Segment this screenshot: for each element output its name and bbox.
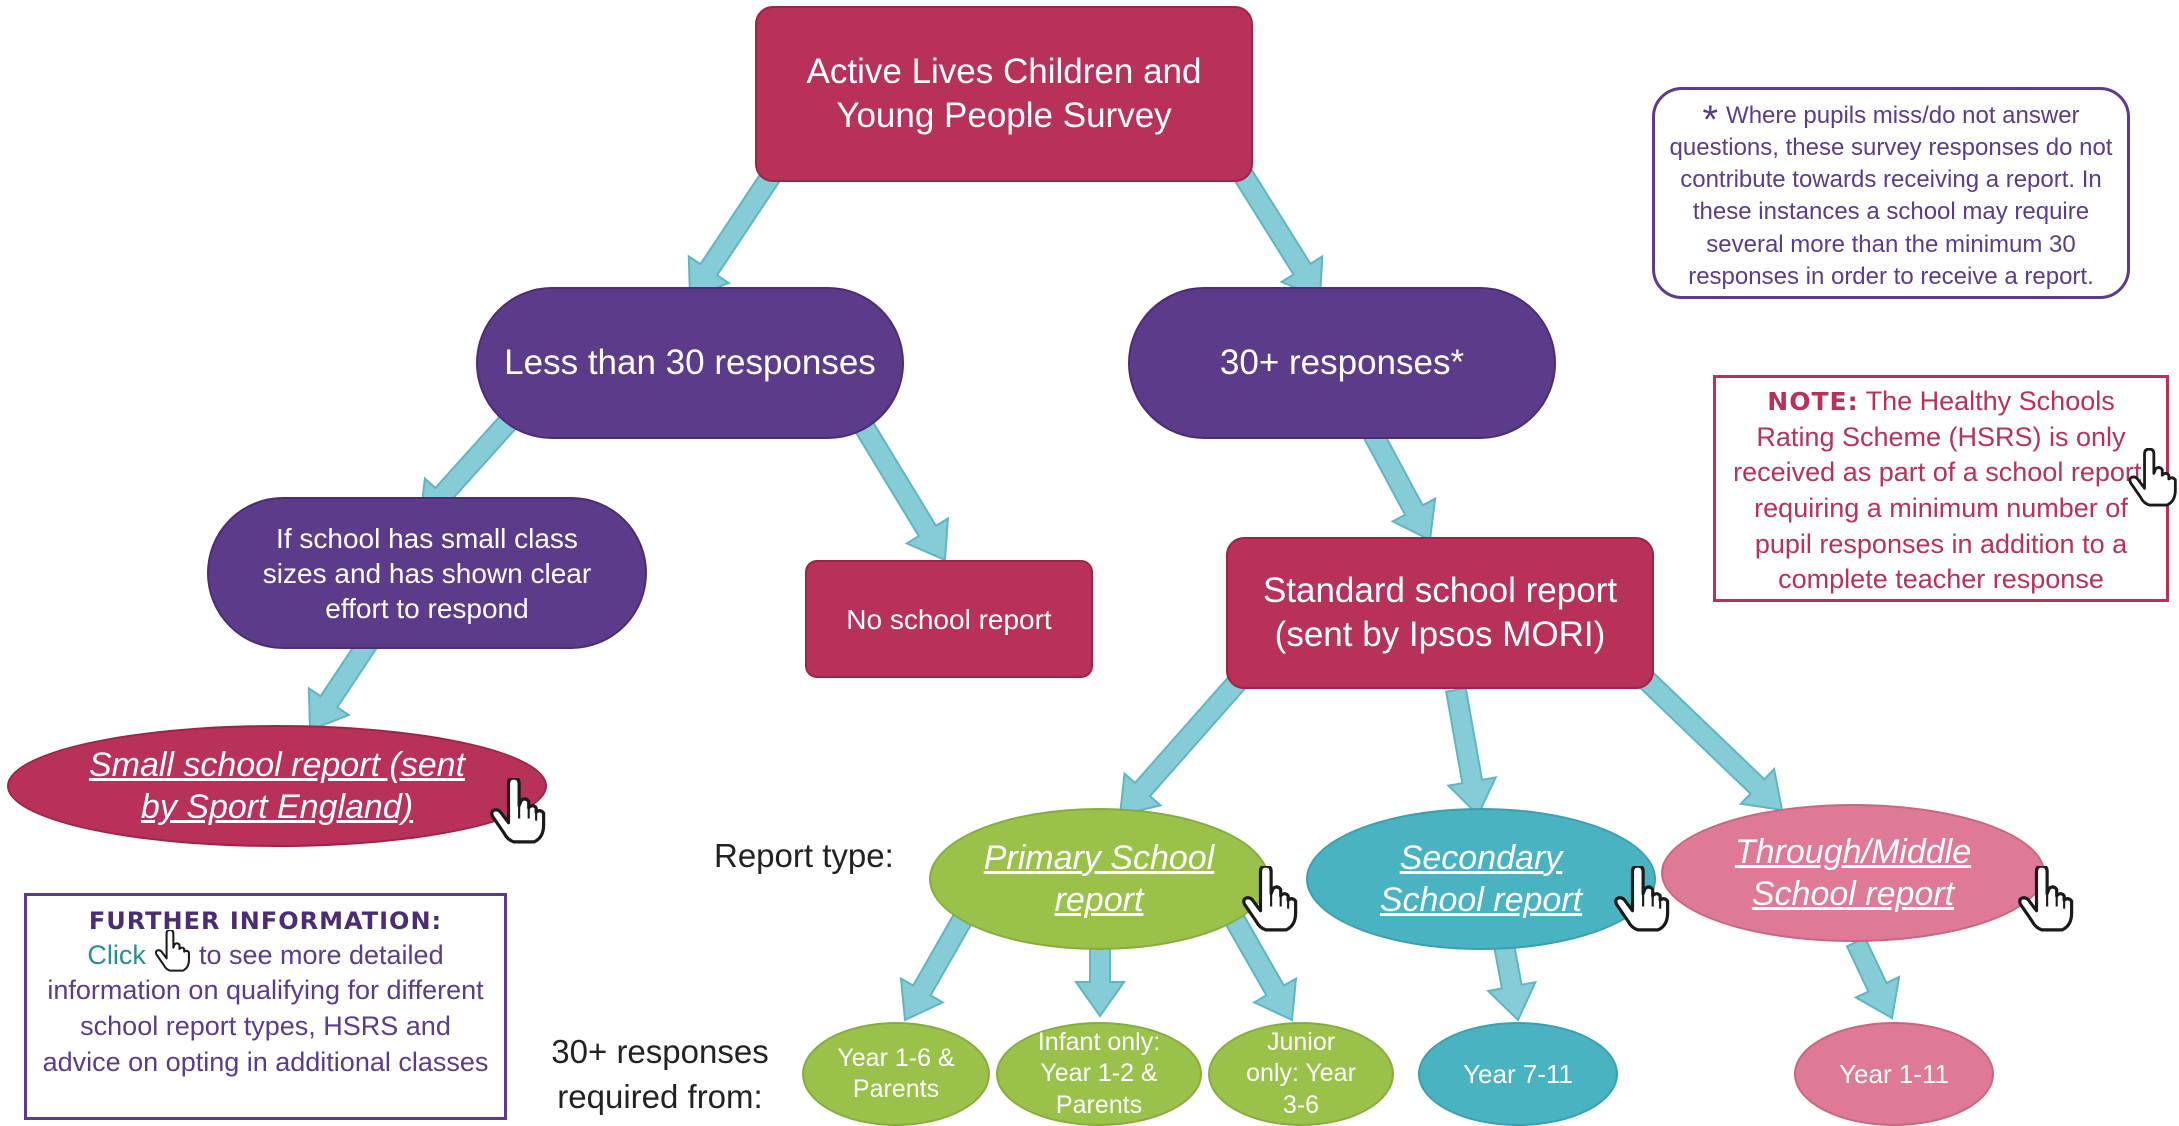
small-class-label: If school has small class sizes and has … (262, 522, 592, 624)
primary-to-infant-arrow (1074, 944, 1126, 1018)
standard-to-secondary-arrow (1445, 687, 1498, 817)
click-link[interactable]: Click (87, 939, 146, 970)
asterisk-marker: * (1702, 98, 1719, 142)
standard-report-label: Standard school report (sent by Ipsos MO… (1262, 571, 1618, 654)
note-text: The Healthy Schools Rating Scheme (HSRS)… (1733, 386, 2149, 595)
junior-only-label: Junior only: Year 3-6 (1246, 1028, 1356, 1119)
responses-required-text: 30+ responses required from: (551, 1033, 769, 1115)
secondary-report-label[interactable]: Secondary School report (1379, 838, 1583, 920)
report-type-label: Report type: (714, 834, 894, 879)
standard-to-through-arrow (1627, 661, 1784, 812)
year-1-6-node: Year 1-6 & Parents (802, 1022, 990, 1126)
thirty-plus-label: 30+ responses* (1219, 343, 1465, 383)
survey-to-less-arrow (687, 163, 785, 300)
further-info-text: to see more detailed information on qual… (42, 939, 489, 1077)
year-1-11-node: Year 1-11 (1794, 1022, 1994, 1126)
small-class-node: If school has small class sizes and has … (207, 497, 647, 649)
further-info-box: Further information: Click to see more d… (24, 893, 507, 1120)
small-school-report-link[interactable]: Small school report (sent by Sport Engla… (7, 725, 547, 847)
primary-to-junior-arrow (1221, 908, 1298, 1022)
small-class-to-small-report-arrow (307, 633, 380, 732)
less-than-30-label: Less than 30 responses (504, 343, 876, 383)
infant-only-node: Infant only: Year 1-2 & Parents (996, 1022, 1202, 1126)
year-7-11-label: Year 7-11 (1463, 1058, 1573, 1089)
no-report-label: No school report (846, 603, 1052, 635)
year-7-11-node: Year 7-11 (1418, 1022, 1618, 1126)
pointing-hand-icon[interactable] (2124, 448, 2179, 508)
secondary-report-link[interactable]: Secondary School report (1306, 808, 1656, 950)
further-info-heading: Further information: (88, 907, 443, 935)
junior-only-node: Junior only: Year 3-6 (1208, 1022, 1394, 1126)
footnote-text: Where pupils miss/do not answer question… (1669, 102, 2113, 290)
no-report-node: No school report (805, 560, 1093, 678)
pointing-hand-icon[interactable] (2012, 866, 2078, 932)
survey-node: Active Lives Children and Young People S… (755, 6, 1253, 182)
through-middle-report-label[interactable]: Through/Middle School report (1734, 832, 1972, 914)
note-heading: Note: (1767, 387, 1859, 416)
footnote-box: *Where pupils miss/do not answer questio… (1652, 87, 2130, 299)
through-middle-report-link[interactable]: Through/Middle School report (1661, 804, 2045, 942)
standard-report-node: Standard school report (sent by Ipsos MO… (1226, 537, 1654, 689)
year-1-6-label: Year 1-6 & Parents (837, 1043, 955, 1103)
pointing-hand-icon[interactable] (484, 778, 550, 844)
note-box: Note: The Healthy Schools Rating Scheme … (1713, 375, 2169, 602)
survey-label: Active Lives Children and Young People S… (806, 52, 1202, 135)
small-school-report-label[interactable]: Small school report (sent by Sport Engla… (88, 745, 466, 827)
primary-report-link[interactable]: Primary School report (929, 808, 1269, 950)
through-to-year-1-11-arrow (1845, 936, 1901, 1020)
pointing-hand-icon[interactable] (151, 929, 193, 972)
thirty-plus-node: 30+ responses* (1128, 287, 1556, 439)
pointing-hand-icon[interactable] (1608, 866, 1674, 932)
logo-fragment-icon (1770, 0, 1816, 10)
less-to-no-report-arrow (850, 413, 950, 562)
thirty-to-standard-arrow (1361, 425, 1437, 542)
pointing-hand-icon[interactable] (1236, 866, 1302, 932)
year-1-11-label: Year 1-11 (1839, 1058, 1949, 1089)
secondary-to-year-7-11-arrow (1486, 942, 1538, 1022)
less-than-30-node: Less than 30 responses (476, 287, 904, 439)
report-type-text: Report type: (714, 837, 894, 874)
further-info-hand-slot[interactable] (153, 929, 191, 972)
survey-to-thirty-arrow (1230, 163, 1324, 300)
primary-report-label[interactable]: Primary School report (983, 838, 1215, 920)
responses-required-label: 30+ responses required from: (538, 1030, 782, 1119)
infant-only-label: Infant only: Year 1-2 & Parents (1037, 1028, 1161, 1119)
primary-to-year-1-6-arrow (899, 908, 976, 1022)
